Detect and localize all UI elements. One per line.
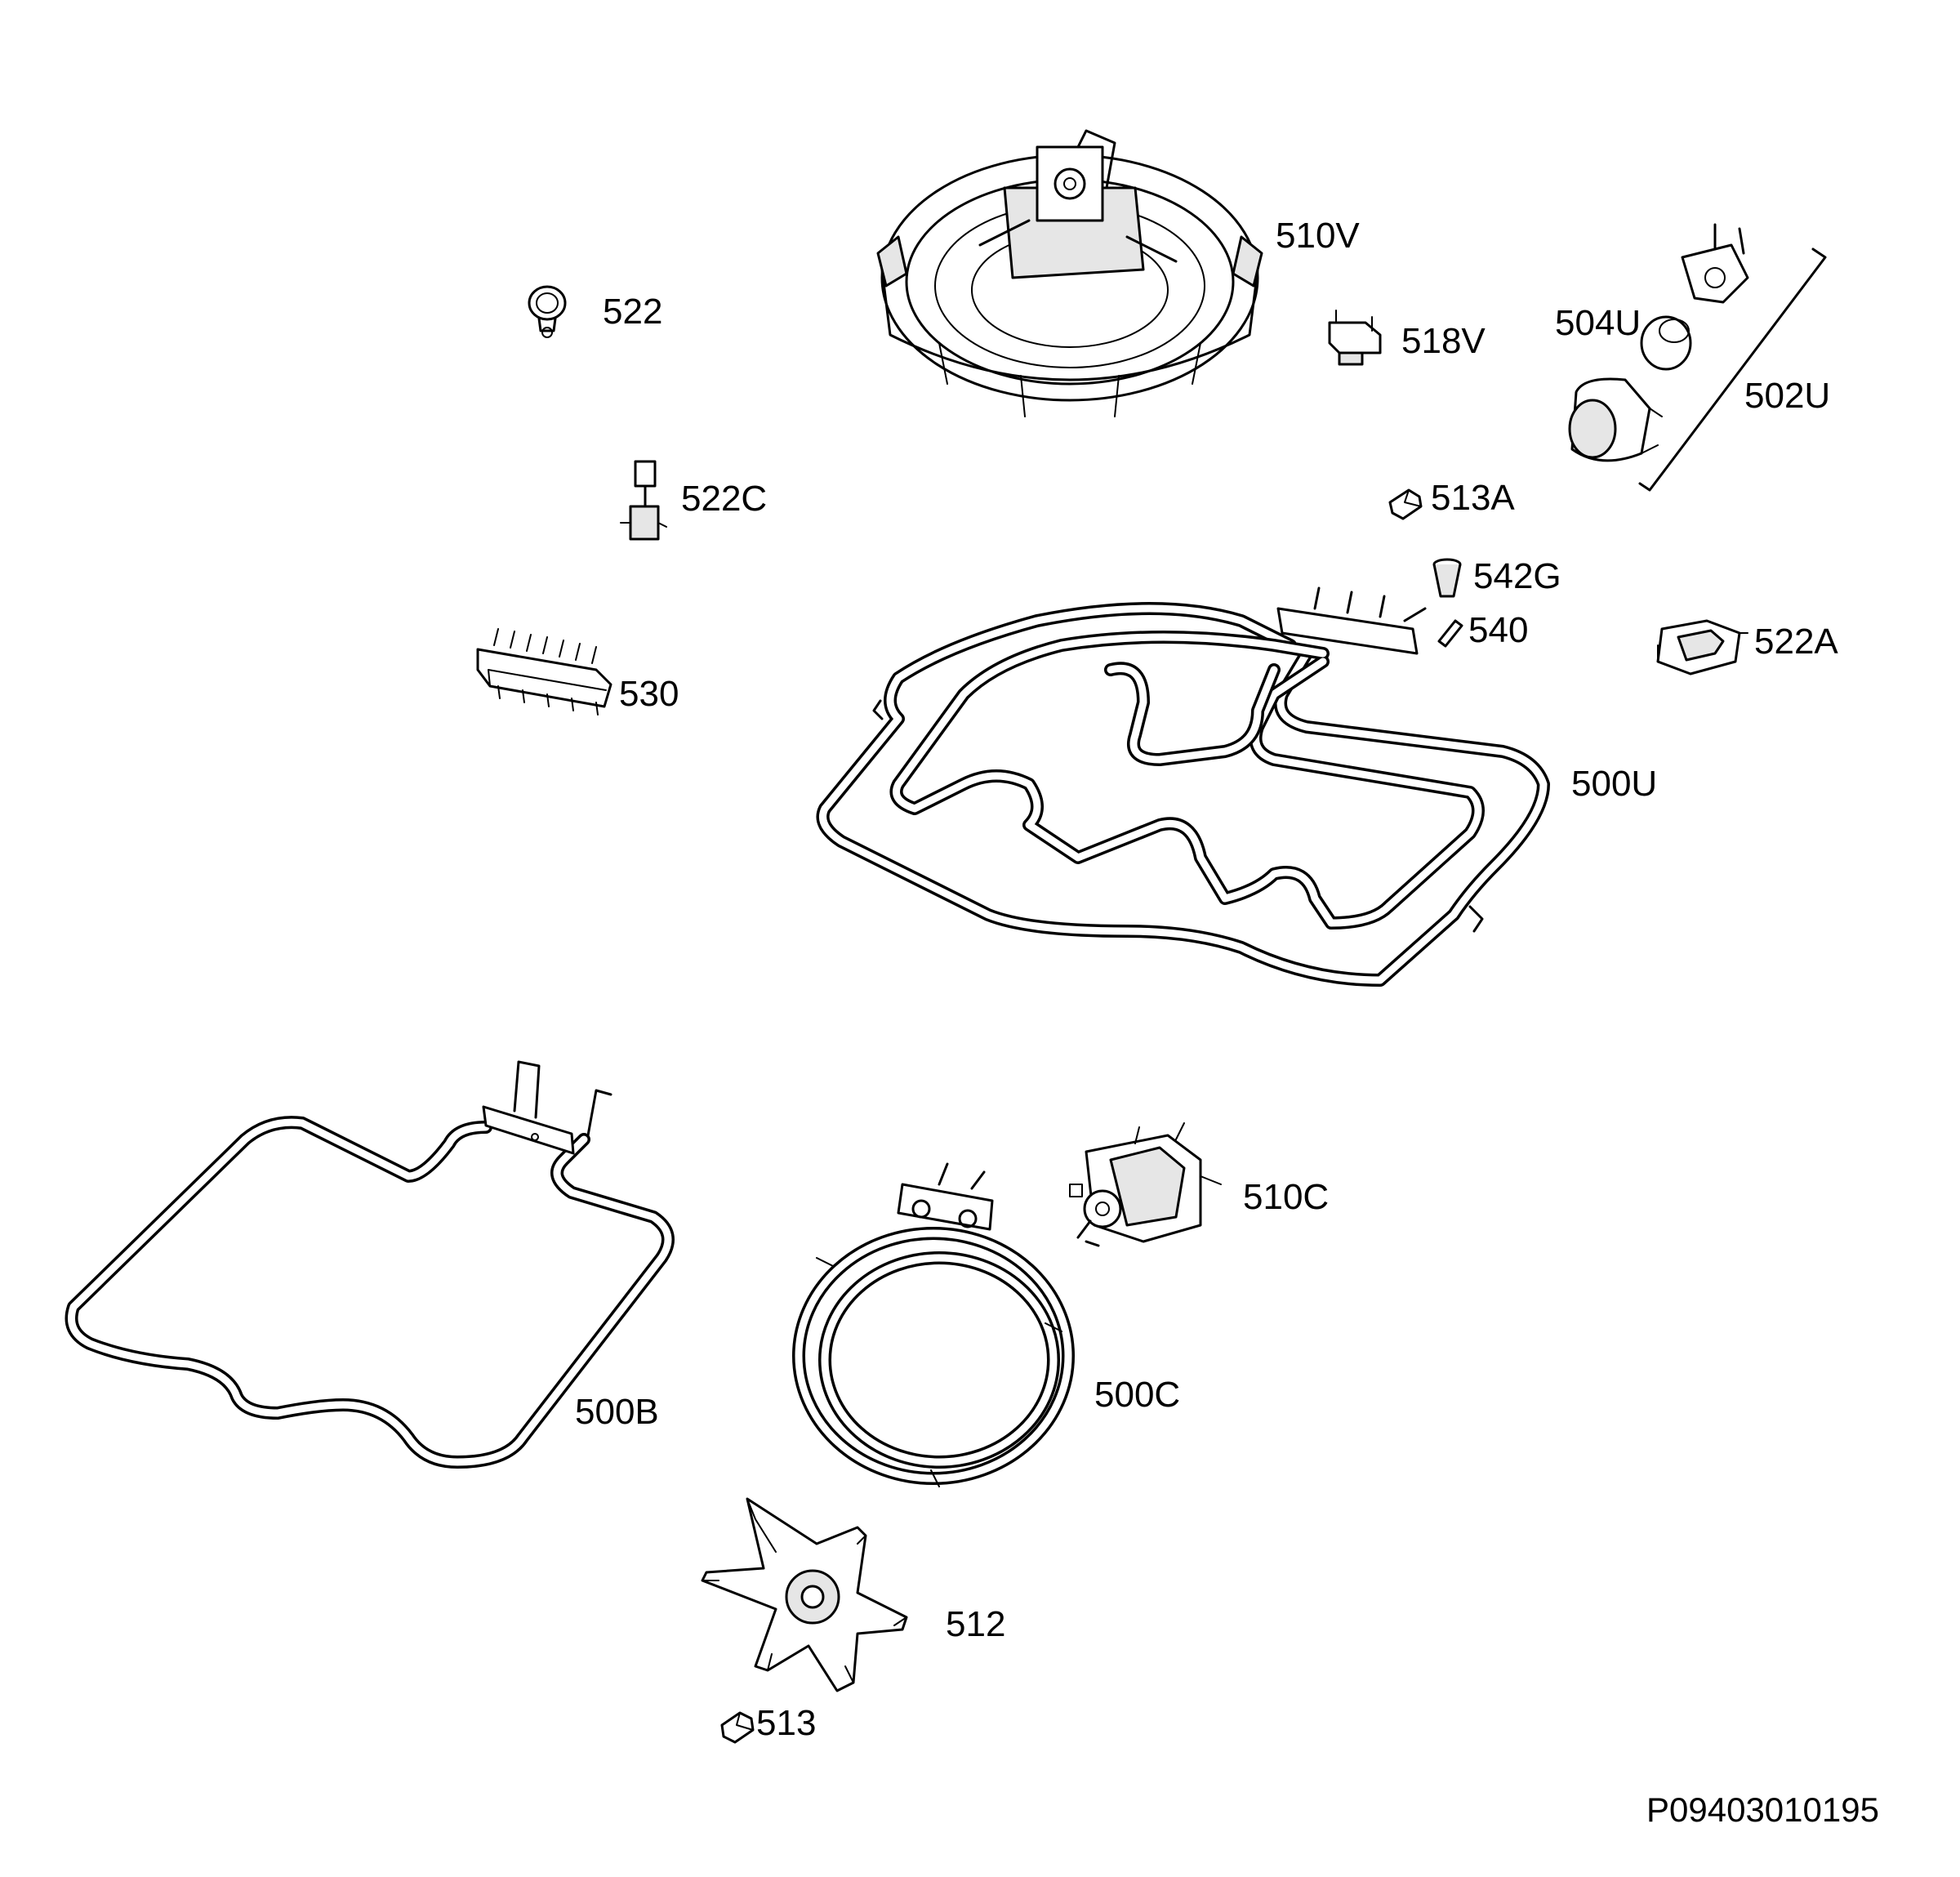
part-518V-thermostat: [1328, 310, 1382, 366]
part-542G-cone: [1432, 558, 1462, 598]
part-522-clamp: [528, 285, 567, 338]
label-500B: 500B: [575, 1392, 659, 1432]
label-522: 522: [603, 292, 662, 332]
label-530: 530: [619, 674, 679, 714]
part-502U-lamp-holder: [1681, 223, 1749, 304]
part-504U-lamp-bulb: [1640, 315, 1692, 371]
part-522A-terminal: [1656, 619, 1748, 675]
label-502U: 502U: [1744, 376, 1830, 416]
drawing-id: P09403010195: [1646, 1790, 1879, 1829]
part-510V-fan-motor-assembly: [876, 129, 1263, 417]
label-522A: 522A: [1754, 622, 1838, 662]
part-500U-grill-element: [816, 586, 1550, 987]
label-510C: 510C: [1243, 1177, 1329, 1217]
label-518V: 518V: [1401, 321, 1486, 361]
label-510V: 510V: [1276, 216, 1360, 256]
label-500C: 500C: [1094, 1375, 1180, 1415]
part-513-nut: [720, 1711, 755, 1744]
part-512-fan-blade: [701, 1497, 908, 1692]
part-540-pin: [1437, 619, 1463, 648]
label-513: 513: [756, 1703, 816, 1743]
label-542G: 542G: [1473, 556, 1561, 596]
part-530-terminal-strip: [476, 628, 612, 716]
part-513A-nut: [1388, 488, 1423, 520]
part-522C-connector: [620, 460, 667, 541]
label-504U: 504U: [1555, 303, 1641, 343]
part-510C-convection-motor: [1069, 1122, 1222, 1247]
label-522C: 522C: [681, 479, 767, 519]
part-502U-lamp-cover: [1568, 377, 1663, 462]
label-540: 540: [1468, 610, 1528, 650]
part-500B-bottom-element: [65, 1060, 675, 1469]
part-500C-circular-element: [792, 1162, 1075, 1487]
label-513A: 513A: [1431, 478, 1515, 518]
group-bracket-502U: [1638, 247, 1827, 492]
label-500U: 500U: [1571, 764, 1657, 804]
label-512: 512: [946, 1604, 1005, 1644]
